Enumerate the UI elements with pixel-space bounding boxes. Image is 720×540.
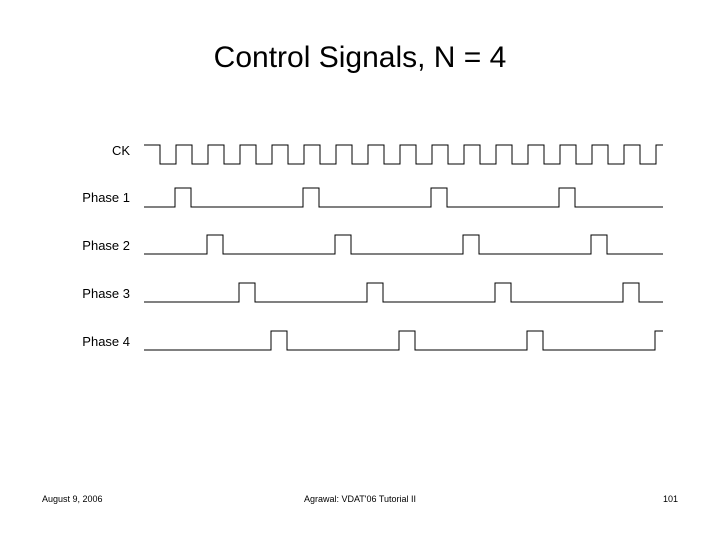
phase-trace-2 — [144, 234, 663, 255]
signal-label-phase4: Phase 4 — [82, 334, 130, 349]
signal-label-phase3: Phase 3 — [82, 286, 130, 301]
signal-label-ck: CK — [111, 143, 130, 158]
signal-label-phase2: Phase 2 — [82, 238, 130, 253]
waveform-ck — [144, 144, 663, 165]
page-title: Control Signals, N = 4 — [213, 41, 507, 74]
footer-page-number: 101 — [662, 494, 678, 504]
waveform-phase1 — [144, 187, 663, 208]
phase-trace-1 — [144, 187, 663, 208]
phase-trace-4 — [144, 330, 663, 351]
waveform-phase3 — [144, 282, 663, 303]
waveform-phase4 — [144, 330, 663, 351]
signal-label-phase1: Phase 1 — [82, 190, 130, 205]
ck-trace — [144, 144, 663, 165]
footer-date: August 9, 2006 — [42, 494, 103, 504]
slide-footer: August 9, 2006 Agrawal: VDAT'06 Tutorial… — [0, 494, 720, 510]
phase-trace-3 — [144, 282, 663, 303]
footer-attribution: Agrawal: VDAT'06 Tutorial II — [303, 494, 417, 504]
waveform-phase2 — [144, 234, 663, 255]
